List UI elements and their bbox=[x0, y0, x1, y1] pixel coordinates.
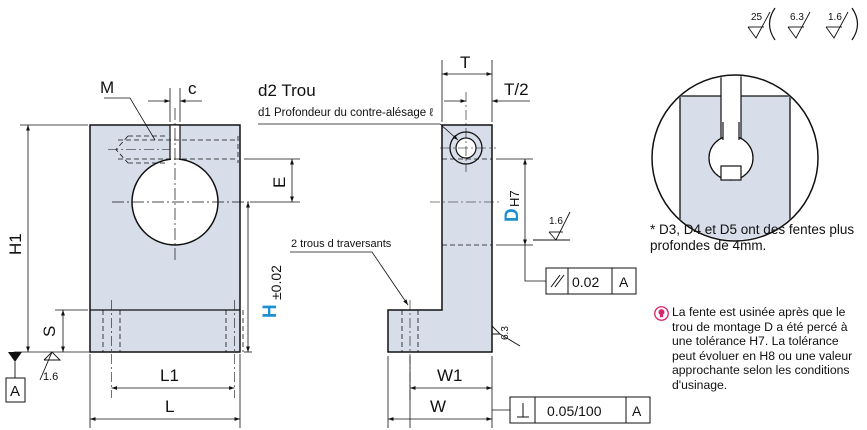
perpendicularity-value: 0.05/100 bbox=[547, 403, 602, 419]
surface-finish-symbols bbox=[39, 11, 849, 381]
parallelism-datum: A bbox=[619, 274, 629, 290]
label-l1: L1 bbox=[160, 366, 179, 385]
finish-top-paren-2: 1.6 bbox=[828, 12, 842, 23]
side-view bbox=[387, 92, 500, 400]
label-c: c bbox=[188, 79, 197, 98]
perpendicularity-datum: A bbox=[632, 403, 642, 419]
perpendicularity-frame bbox=[509, 396, 651, 424]
callout-through-holes: 2 trous d traversants bbox=[291, 238, 392, 250]
label-h1: H1 bbox=[6, 233, 25, 255]
label-m: M bbox=[100, 78, 114, 97]
label-w1: W1 bbox=[437, 366, 463, 385]
finish-bottom-left: 1.6 bbox=[43, 371, 58, 383]
finish-top-paren-1: 6.3 bbox=[790, 12, 804, 23]
parallelism-value: 0.02 bbox=[572, 274, 599, 290]
slot-note: La fente est usinée après que le trou de… bbox=[672, 305, 853, 392]
label-l: L bbox=[165, 397, 174, 416]
label-t-half: T/2 bbox=[504, 80, 529, 99]
datum-a-label: A bbox=[10, 383, 20, 400]
label-w: W bbox=[430, 397, 446, 416]
label-s: S bbox=[40, 326, 59, 337]
side-body bbox=[387, 124, 493, 353]
lightbulb-icon bbox=[654, 306, 669, 321]
callout-d1-counterbore: d1 Profondeur du contre-alésage ℓ bbox=[258, 107, 433, 119]
slot-detail bbox=[651, 74, 819, 242]
parallelism-frame bbox=[545, 267, 637, 295]
finish-right-face: 6.3 bbox=[500, 326, 511, 340]
label-d-tolerance: H7 bbox=[507, 190, 522, 207]
finish-top-main: 25 bbox=[751, 12, 763, 23]
label-e: E bbox=[270, 177, 289, 188]
label-h-tolerance: ±0.02 bbox=[268, 265, 284, 300]
label-d: D bbox=[502, 208, 523, 222]
front-view bbox=[89, 108, 250, 398]
label-t: T bbox=[460, 53, 470, 72]
side-dimensions bbox=[258, 60, 546, 428]
front-dimensions bbox=[14, 88, 300, 428]
datum-a-symbol bbox=[5, 352, 26, 403]
finish-bore: 1.6 bbox=[549, 216, 563, 227]
label-h: H bbox=[260, 304, 281, 318]
d3-note: * D3, D4 et D5 ont des fentes plus profo… bbox=[650, 222, 855, 253]
callout-d2-hole: d2 Trou bbox=[258, 81, 316, 100]
